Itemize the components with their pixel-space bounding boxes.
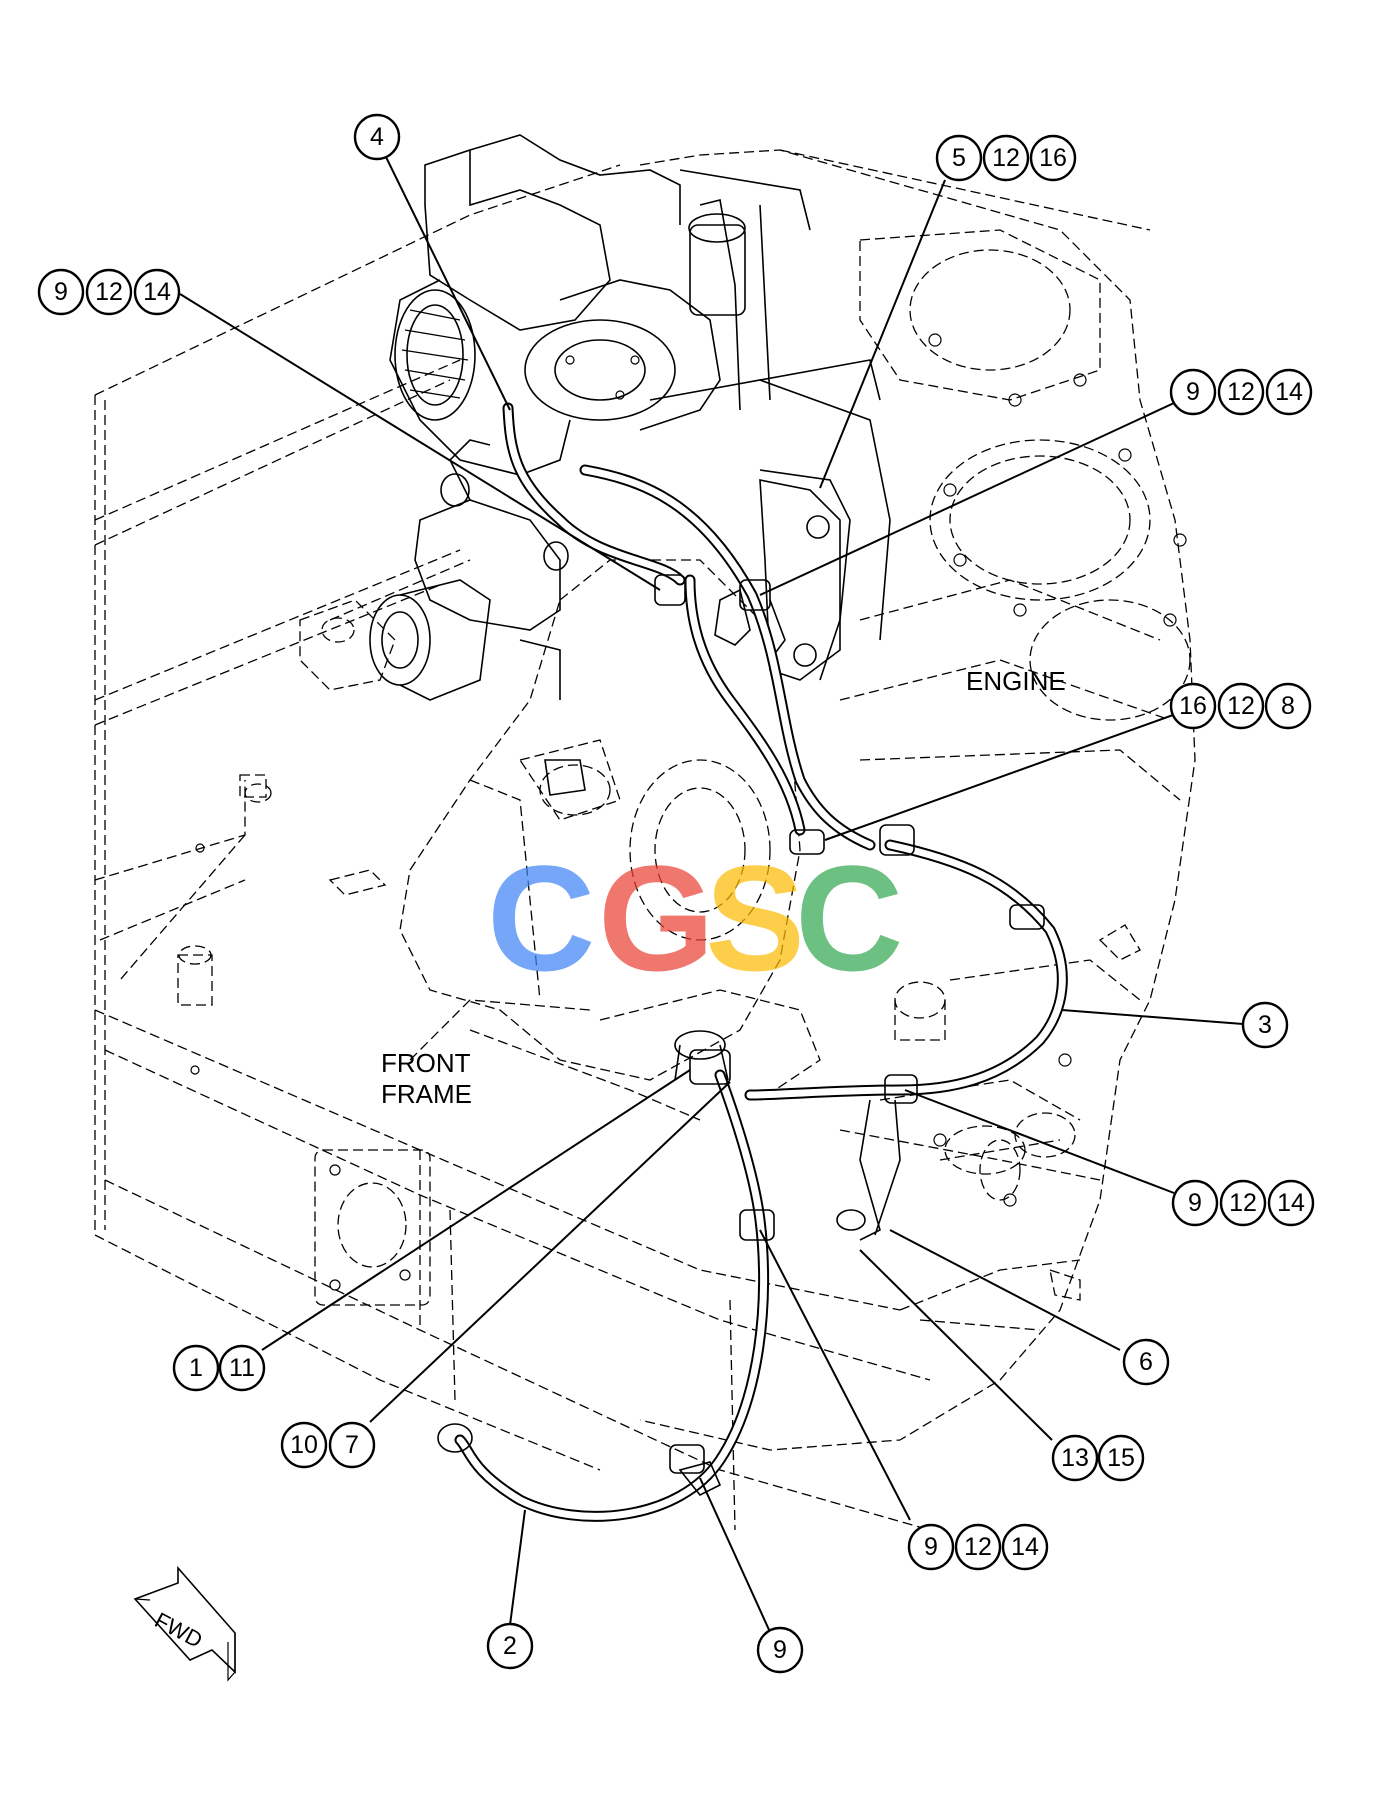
callout-num: 13 xyxy=(1061,1444,1089,1472)
callout-num: 12 xyxy=(992,144,1020,172)
callout-num: 11 xyxy=(229,1354,255,1382)
callout-num: 5 xyxy=(952,144,966,172)
callout-num: 12 xyxy=(1229,1189,1257,1217)
callout-num: 15 xyxy=(1107,1444,1135,1472)
callout-num: 9 xyxy=(1188,1189,1202,1217)
fwd-arrow: FWD xyxy=(133,1565,236,1682)
leader-lines xyxy=(179,154,1244,1633)
callout-9-12-14-top-left: 9 12 14 xyxy=(37,268,181,316)
callout-num: 16 xyxy=(1179,692,1207,720)
callout-num: 14 xyxy=(1275,378,1303,406)
callout-num: 10 xyxy=(290,1431,318,1459)
callout-9-12-14-mid: 9 12 14 xyxy=(1171,1179,1315,1227)
callout-num: 8 xyxy=(1281,692,1295,720)
front-frame-label-line2: FRAME xyxy=(381,1079,472,1109)
watermark: C G S C xyxy=(487,834,903,1002)
watermark-letter-4: C xyxy=(795,834,903,1002)
callout-num: 12 xyxy=(964,1533,992,1561)
engine-block-drawing xyxy=(399,149,1196,1451)
front-frame-drawing xyxy=(94,164,1101,1531)
callout-9-12-14-right: 9 12 14 xyxy=(1169,368,1313,416)
callout-num: 14 xyxy=(1011,1533,1039,1561)
callout-num: 9 xyxy=(54,278,68,306)
callout-num: 3 xyxy=(1258,1011,1272,1039)
callout-num: 14 xyxy=(1277,1189,1305,1217)
callout-5-12-16: 5 12 16 xyxy=(935,134,1077,182)
engine-label: ENGINE xyxy=(966,666,1066,696)
callout-num: 7 xyxy=(345,1431,359,1459)
callout-6: 6 xyxy=(1122,1338,1170,1386)
callout-13-15: 13 15 xyxy=(1051,1434,1145,1482)
callout-num: 9 xyxy=(1186,378,1200,406)
callout-num: 9 xyxy=(924,1533,938,1561)
callout-4: 4 xyxy=(353,113,401,161)
callout-10-7: 10 7 xyxy=(280,1421,376,1469)
callout-3: 3 xyxy=(1241,1001,1289,1049)
watermark-letter-3: S xyxy=(705,834,805,1002)
callout-num: 12 xyxy=(95,278,123,306)
callout-num: 14 xyxy=(143,278,171,306)
callout-2: 2 xyxy=(486,1622,534,1670)
callout-1-11: 1 11 xyxy=(172,1344,266,1392)
callout-num: 12 xyxy=(1227,692,1255,720)
callout-num: 6 xyxy=(1139,1348,1153,1376)
front-frame-label-line1: FRONT xyxy=(381,1048,471,1078)
callout-num: 16 xyxy=(1039,144,1067,172)
callout-num: 4 xyxy=(370,123,384,151)
callout-num: 12 xyxy=(1227,378,1255,406)
callout-9: 9 xyxy=(756,1626,804,1674)
callout-16-12-8: 16 12 8 xyxy=(1169,682,1312,730)
watermark-letter-2: G xyxy=(598,834,715,1002)
hoses-drawing xyxy=(437,402,1068,1522)
callout-num: 1 xyxy=(189,1354,203,1382)
alternator-assembly-drawing xyxy=(369,134,891,1081)
watermark-letter-1: C xyxy=(487,834,595,1002)
callout-num: 2 xyxy=(503,1632,517,1660)
callout-num: 9 xyxy=(773,1636,787,1664)
fwd-label: FWD xyxy=(151,1607,207,1653)
callout-9-12-14-bottom: 9 12 14 xyxy=(907,1523,1049,1571)
